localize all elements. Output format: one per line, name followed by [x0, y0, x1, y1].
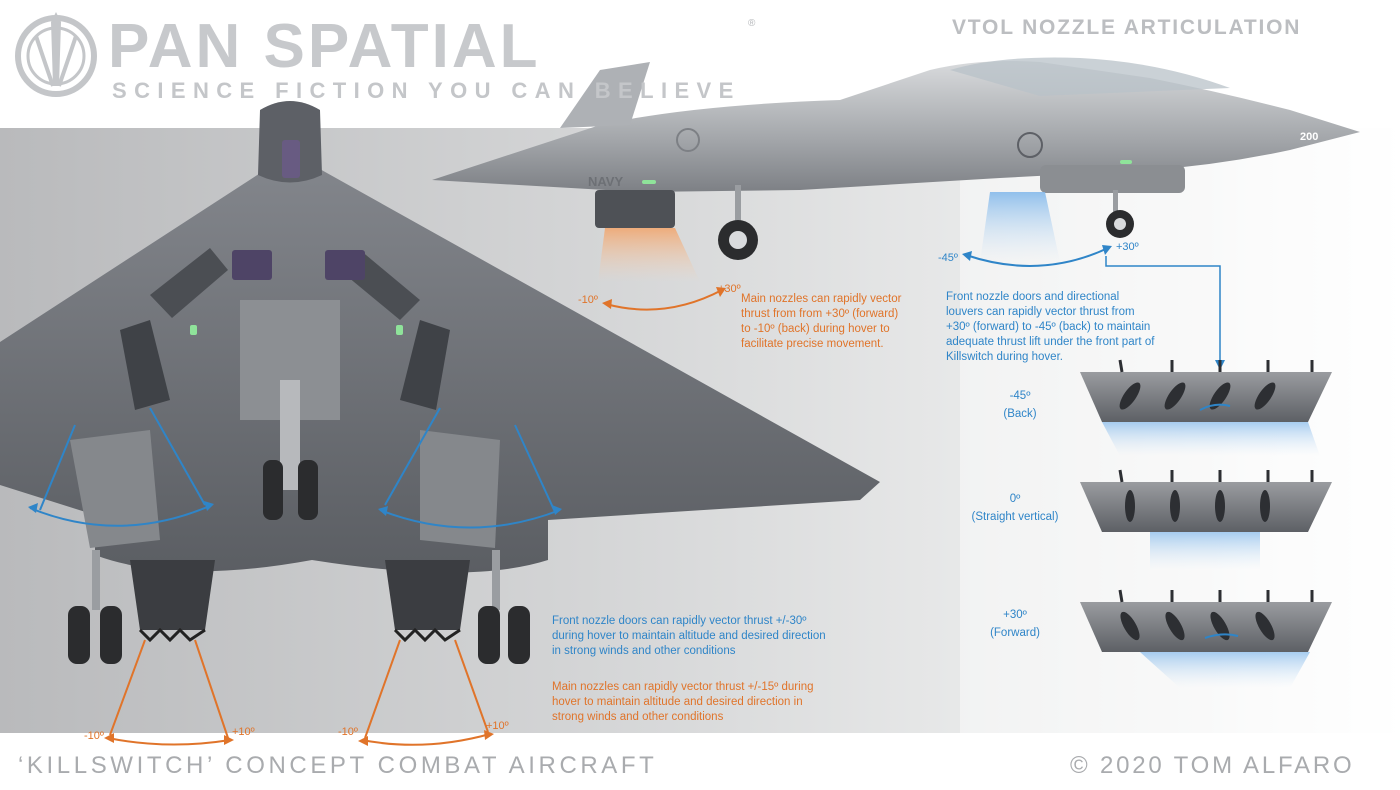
side-main-nozzle-note: Main nozzles can rapidly vector thrust f… — [741, 293, 902, 350]
side-view-canopy — [950, 57, 1230, 96]
side-view-aircraft — [432, 57, 1360, 260]
side-front-angle-back: -45º — [938, 252, 958, 264]
tail-number: 200 — [1300, 131, 1318, 143]
side-front-nozzle-note: Front nozzle doors and directional louve… — [946, 291, 1155, 363]
copyright: © 2020 TOM ALFARO — [1070, 752, 1355, 779]
diagram-title: VTOL NOZZLE ARTICULATION — [952, 16, 1302, 39]
side-main-angle-forward: +30º — [718, 283, 741, 295]
main-nozzles-note: Main nozzles can rapidly vector thrust +… — [552, 681, 814, 723]
brand-tagline: SCIENCE FICTION YOU CAN BELIEVE — [112, 78, 741, 103]
louver-state-vertical: 0º (Straight vertical) — [971, 493, 1059, 523]
side-main-angle-back: -10º — [578, 294, 598, 306]
side-front-nozzle-arc — [965, 247, 1109, 267]
pan-spatial-logo-icon — [15, 12, 97, 97]
louver-assembly-back — [1080, 359, 1332, 456]
main-nozzle-arrow-heads — [104, 730, 494, 746]
side-main-nozzle-arc — [605, 289, 723, 311]
louver-state-back: -45º (Back) — [1003, 390, 1037, 420]
project-title: ‘KILLSWITCH’ CONCEPT COMBAT AIRCRAFT — [18, 752, 658, 779]
main-nozzle-vector-lines — [107, 639, 491, 746]
front-door-vector-lines — [29, 407, 561, 529]
side-front-angle-forward: +30º — [1116, 241, 1139, 253]
left-nozzle-angle-plus: +10º — [232, 726, 255, 738]
front-doors-note: Front nozzle doors can rapidly vector th… — [552, 615, 826, 657]
right-nozzle-angle-minus: -10º — [338, 726, 358, 738]
louver-state-forward: +30º (Forward) — [990, 609, 1040, 639]
fuselage-navy-marking: NAVY — [588, 174, 623, 189]
right-nozzle-angle-plus: +10º — [486, 720, 509, 732]
side-front-thrust-glow — [980, 192, 1060, 262]
side-main-thrust-glow — [598, 228, 700, 282]
brand-registered-mark: ® — [748, 18, 756, 29]
front-door-arrow-heads — [28, 501, 562, 516]
louver-assembly-forward — [1080, 589, 1332, 688]
front-view-aircraft — [0, 101, 880, 664]
louver-assembly-vertical — [1080, 469, 1332, 570]
brand-name: PAN SPATIAL — [108, 12, 541, 81]
callout-leader-line — [1105, 256, 1221, 362]
left-nozzle-angle-minus: -10º — [84, 730, 104, 742]
side-view-fuselage — [432, 61, 1360, 192]
